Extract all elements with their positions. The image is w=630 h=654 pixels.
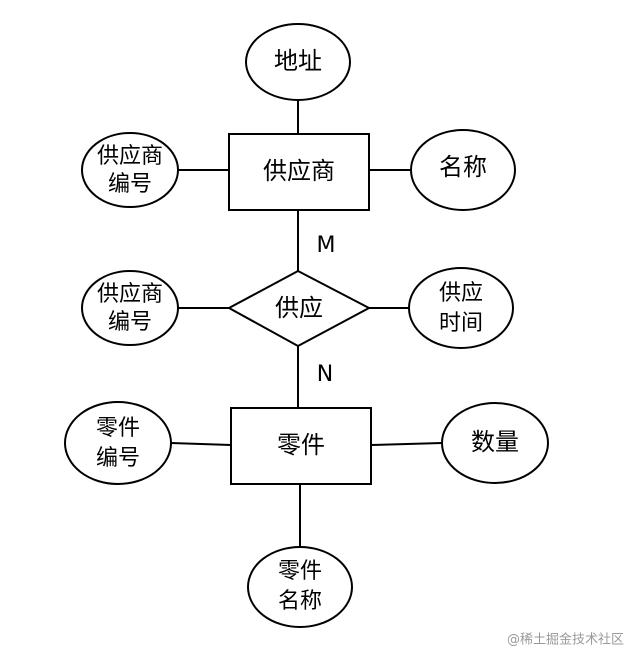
relationship-supply-label: 供应	[275, 294, 323, 322]
attribute-supply-time: 供应 时间	[408, 267, 514, 349]
edge-partid-part	[170, 442, 232, 446]
attribute-name-label: 名称	[439, 153, 487, 181]
connectors	[170, 100, 443, 548]
entity-supplier: 供应商	[228, 133, 370, 211]
watermark: @稀土掘金技术社区	[507, 632, 624, 648]
attribute-relation-supplier-id-line2: 编号	[108, 310, 152, 335]
attribute-part-id-line1: 零件	[96, 416, 140, 441]
attribute-part-id-line2: 编号	[96, 446, 140, 471]
attribute-name: 名称	[410, 129, 516, 211]
cardinality-m: M	[317, 233, 336, 258]
edge-part-quantity	[370, 442, 443, 446]
attribute-supply-time-line2: 时间	[439, 311, 483, 336]
attribute-relation-supplier-id: 供应商 编号	[81, 270, 179, 346]
attribute-part-name: 零件 名称	[247, 546, 353, 628]
attribute-quantity-label: 数量	[471, 428, 519, 456]
attribute-supplier-id-line2: 编号	[108, 172, 152, 197]
entity-part-label: 零件	[277, 431, 325, 459]
relationship-supply: 供应	[226, 269, 372, 348]
attribute-supplier-id-line1: 供应商	[97, 144, 163, 169]
attribute-address-label: 地址	[274, 47, 322, 75]
attribute-supplier-id: 供应商 编号	[81, 132, 179, 208]
entity-supplier-label: 供应商	[263, 157, 335, 185]
cardinality-n: N	[317, 362, 333, 387]
attribute-part-name-line2: 名称	[278, 589, 322, 614]
attribute-address: 地址	[245, 23, 351, 101]
attribute-part-id: 零件 编号	[64, 401, 172, 485]
attribute-part-name-line1: 零件	[278, 559, 322, 584]
attribute-quantity: 数量	[441, 402, 549, 484]
entity-part: 零件	[230, 407, 372, 485]
attribute-relation-supplier-id-line1: 供应商	[97, 282, 163, 307]
attribute-supply-time-line1: 供应	[439, 281, 483, 306]
